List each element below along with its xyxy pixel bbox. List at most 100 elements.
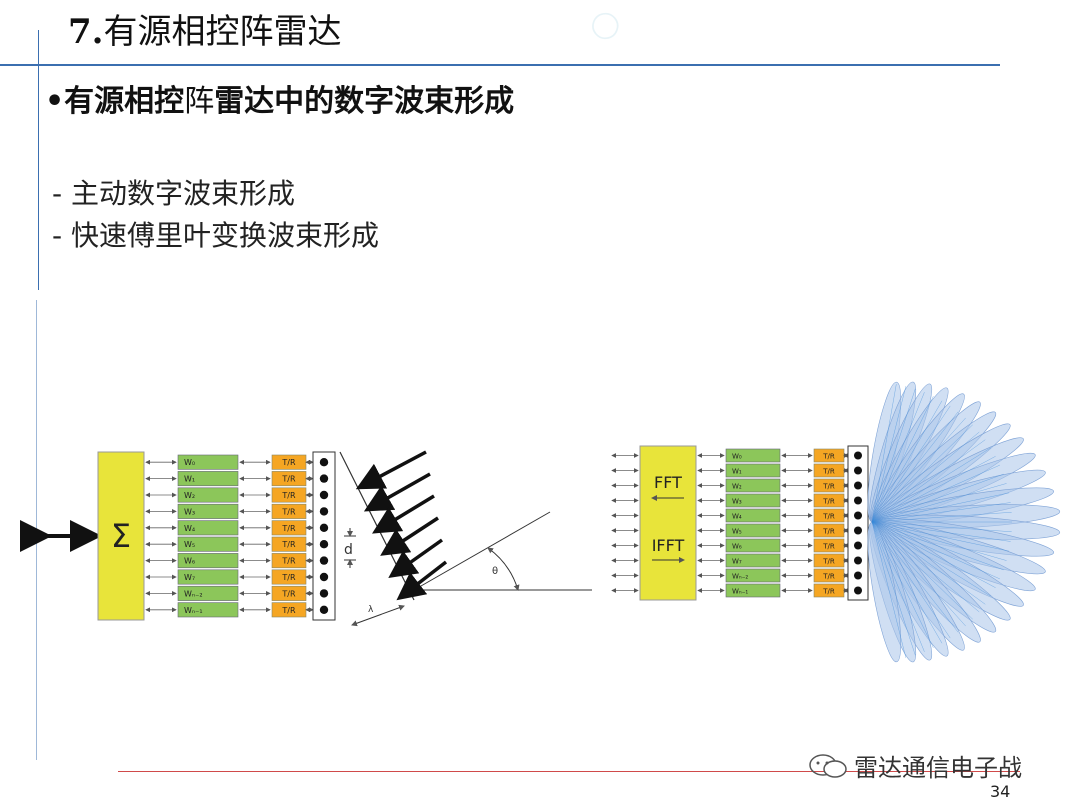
weight-label: W₃ <box>732 498 742 506</box>
beam-ray <box>871 521 1007 561</box>
weight-box <box>725 583 781 598</box>
beam-ray <box>871 511 1012 523</box>
antenna-element <box>319 474 329 483</box>
sum-box <box>97 451 145 621</box>
beam-ray <box>871 521 1000 580</box>
beam-ray <box>871 386 907 523</box>
beam-ray <box>871 492 1009 523</box>
weight-box <box>725 538 781 553</box>
beam-ray <box>871 521 996 588</box>
weight-label: Wₙ₋₂ <box>184 589 203 598</box>
antenna-element <box>319 458 329 467</box>
antenna-element <box>854 511 862 520</box>
incoming-arrow <box>396 560 448 601</box>
beam-ray <box>871 521 943 644</box>
antenna-element <box>854 526 862 535</box>
antenna-element <box>319 507 329 516</box>
tr-label: T/R <box>281 573 296 582</box>
antenna-elements-right <box>854 451 862 595</box>
beam-ray <box>871 521 907 658</box>
antenna-element <box>319 523 329 532</box>
weight-label: W₁ <box>732 468 742 476</box>
weight-box <box>725 553 781 568</box>
weight-box <box>177 602 239 618</box>
beam-ray <box>871 521 1004 571</box>
beam-ray <box>871 473 1004 523</box>
tr-label: T/R <box>822 528 835 536</box>
tr-label: T/R <box>822 498 835 506</box>
weight-box <box>725 523 781 538</box>
antenna-element <box>319 605 329 614</box>
weight-box <box>725 568 781 583</box>
beam-ray <box>871 521 925 652</box>
weight-box <box>177 569 239 585</box>
antenna-element <box>854 451 862 460</box>
array-line <box>339 451 415 601</box>
bullet-fft-bf: - 快速傅里叶变换波束形成 <box>52 219 380 252</box>
weight-label: W₅ <box>732 528 742 536</box>
antenna-element <box>854 466 862 475</box>
beam-ray <box>871 405 951 523</box>
antenna-element <box>319 589 329 598</box>
tr-label: T/R <box>822 453 835 461</box>
antenna-column-right <box>847 445 869 601</box>
tr-label: T/R <box>281 507 296 516</box>
weight-box <box>177 520 239 536</box>
beam-ray <box>871 502 1011 523</box>
weight-box <box>725 508 781 523</box>
weight-label: W₄ <box>732 513 742 521</box>
incoming-arrow <box>380 516 439 556</box>
beam-ray <box>871 392 925 523</box>
brand-logo: 雷达通信电子战 <box>808 748 1022 783</box>
weight-label: W₆ <box>732 543 742 551</box>
antenna-column <box>312 451 336 621</box>
slide-subtitle: •有源相控阵雷达中的数字波束形成 <box>45 76 514 120</box>
weight-box <box>177 503 239 519</box>
antenna-element <box>854 556 862 565</box>
page-number: 34 <box>990 782 1011 801</box>
weight-box <box>725 478 781 493</box>
beam-ray <box>871 447 991 523</box>
weight-label: W₀ <box>732 453 742 461</box>
beam-ray <box>871 521 966 627</box>
antenna-elements <box>319 458 329 614</box>
lambda-label: λ <box>368 605 374 615</box>
weight-label: W₄ <box>184 524 195 533</box>
beam-ray <box>871 396 934 523</box>
incoming-arrow <box>355 450 427 490</box>
theta-arc <box>487 547 520 591</box>
wavefront-line <box>413 511 551 591</box>
tr-label: T/R <box>281 491 296 500</box>
incoming-arrow <box>388 538 444 579</box>
weight-label: W₀ <box>184 458 195 467</box>
beam-ray <box>871 384 897 523</box>
beam-fan <box>867 381 1061 663</box>
weight-label: Wₙ₋₁ <box>732 588 748 596</box>
tr-label: T/R <box>822 573 835 581</box>
beam-ray <box>871 456 996 523</box>
beam-ray <box>871 521 1011 542</box>
beam-ray <box>871 521 980 613</box>
incoming-wave-arrows <box>355 450 448 601</box>
weight-box <box>725 448 781 463</box>
tr-label: T/R <box>822 483 835 491</box>
title-underline <box>0 64 1000 66</box>
tr-label: T/R <box>281 475 296 484</box>
beam-ray <box>871 521 991 597</box>
incoming-arrow <box>372 494 435 534</box>
weight-box <box>725 493 781 508</box>
weight-box <box>725 463 781 478</box>
subtitle-part-2: 阵 <box>184 84 215 119</box>
beam-ray <box>871 521 973 620</box>
weight-box <box>177 454 239 470</box>
tr-label: T/R <box>822 588 835 596</box>
title-number: 7. <box>68 12 104 52</box>
tr-label: T/R <box>281 589 296 598</box>
theta-label: θ <box>492 566 498 577</box>
slide-title: 7.有源相控阵雷达 <box>68 4 342 53</box>
weight-label: W₅ <box>184 540 195 549</box>
